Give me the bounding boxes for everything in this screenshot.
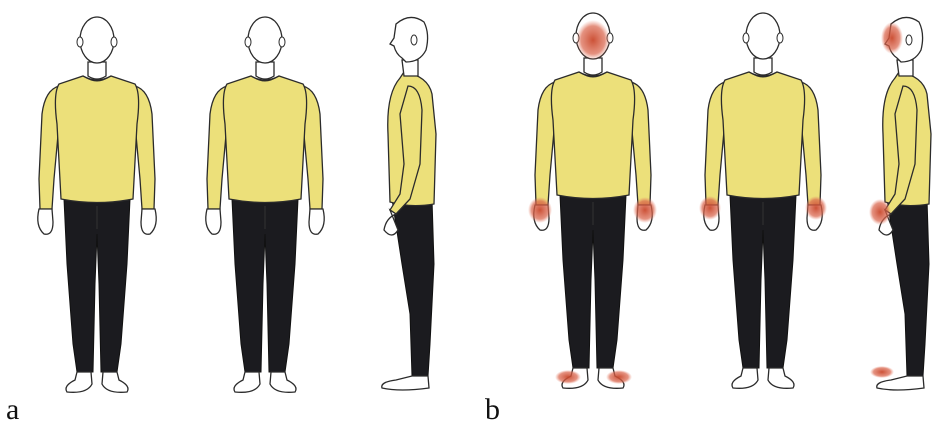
panel-label-b: b xyxy=(485,395,500,425)
highlight-foot-right-front xyxy=(606,370,632,384)
highlight-foot-side xyxy=(870,366,894,378)
highlight-hand-left-back xyxy=(699,196,721,220)
panel-b xyxy=(528,13,931,390)
panel-a xyxy=(38,17,436,392)
highlight-hand-left-front xyxy=(528,197,552,223)
side-view-figure xyxy=(382,17,436,390)
front-view-figure xyxy=(38,17,156,392)
highlight-face-side xyxy=(881,22,903,54)
front-view-figure xyxy=(534,13,652,388)
highlight-foot-left-front xyxy=(555,370,581,384)
highlight-hand-side xyxy=(869,199,891,225)
panel-label-a: a xyxy=(6,395,19,425)
back-view-figure xyxy=(206,17,324,392)
highlight-hand-right-front xyxy=(633,197,657,223)
highlight-hand-right-back xyxy=(805,196,827,220)
back-view-figure xyxy=(704,13,822,388)
highlight-face-front xyxy=(576,20,610,60)
